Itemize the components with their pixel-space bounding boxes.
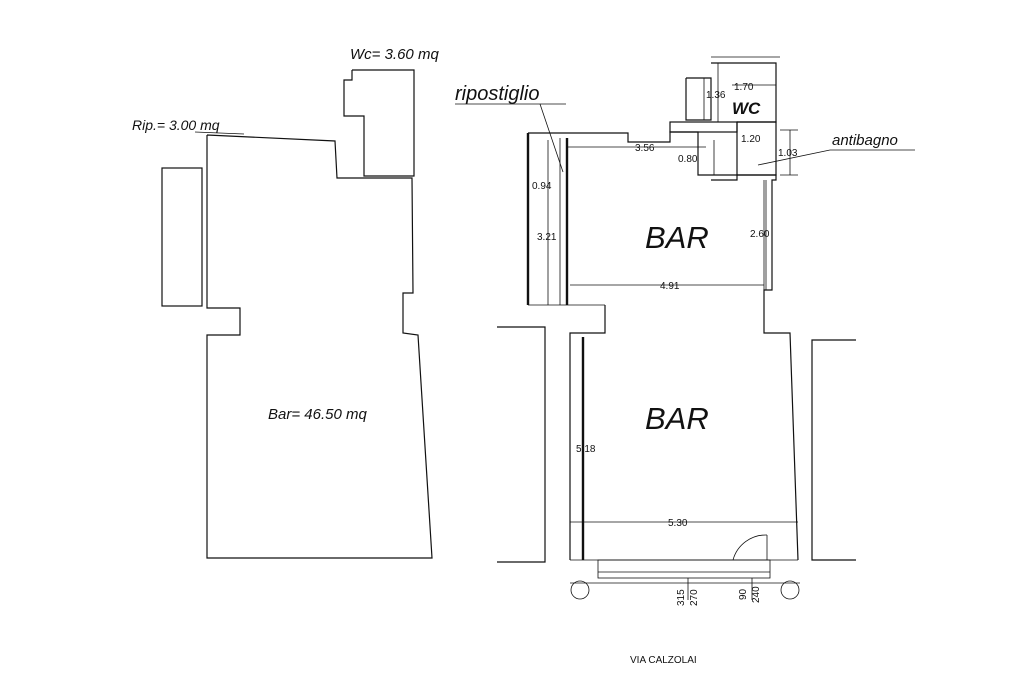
area-rip-label: Rip.= 3.00 mq [132, 117, 220, 133]
dim-antibagno-width: 1.20 [741, 134, 761, 145]
pillar-right [780, 580, 800, 600]
neighbour-left [497, 326, 546, 563]
floor-plan: ripostiglio WC antibagno BAR BAR VIA CAL… [455, 56, 915, 666]
dim-lower-depth: 5.18 [576, 444, 596, 455]
area-wc-label: Wc= 3.60 mq [350, 46, 439, 63]
area-wc-outline [343, 69, 415, 177]
dim-door-a: 315 [676, 589, 687, 606]
door-swing [732, 534, 768, 561]
dim-door-c: 90 [738, 588, 749, 600]
dim-upper-width: 3.56 [635, 143, 655, 154]
ripostiglio-label: ripostiglio [455, 83, 539, 105]
dim-lower-width: 5.30 [668, 518, 688, 529]
storefront [597, 559, 771, 579]
dim-rip-depth: 3.21 [537, 232, 557, 243]
wc-label: WC [732, 99, 761, 118]
antibagno-outline [737, 121, 777, 176]
antibagno-leader [757, 149, 831, 166]
wc-step [669, 121, 738, 133]
lower-bar-left-wall [569, 305, 606, 560]
dim-wc-width: 1.70 [734, 82, 754, 93]
area-bar-outline [206, 134, 433, 559]
street-label: VIA CALZOLAI [630, 655, 697, 666]
dim-corridor-width: 0.80 [678, 154, 698, 165]
dim-door-d: 240 [751, 586, 762, 603]
dim-antibagno-depth: 1.03 [778, 148, 798, 159]
wc-shaft [685, 77, 712, 121]
upper-bar-outline [528, 131, 799, 561]
pillar-left [570, 580, 590, 600]
area-rip-leader [194, 131, 245, 135]
ripostiglio-leader [539, 103, 564, 173]
area-bar-label: Bar= 46.50 mq [268, 406, 367, 423]
dim-rip-width: 0.94 [532, 181, 552, 192]
neighbour-right [811, 339, 856, 561]
antibagno-label: antibagno [832, 132, 898, 149]
dim-upper-depth: 2.60 [750, 229, 770, 240]
bar-upper-label: BAR [645, 220, 709, 255]
bar-lower-label: BAR [645, 401, 709, 436]
area-rip-outline [161, 167, 203, 307]
dim-door-b: 270 [689, 589, 700, 606]
dim-wc-depth: 1.36 [706, 90, 726, 101]
area-plan: Wc= 3.60 mq Rip.= 3.00 mq Bar= 46.50 mq [132, 46, 439, 559]
dim-upper-full-width: 4.91 [660, 281, 680, 292]
